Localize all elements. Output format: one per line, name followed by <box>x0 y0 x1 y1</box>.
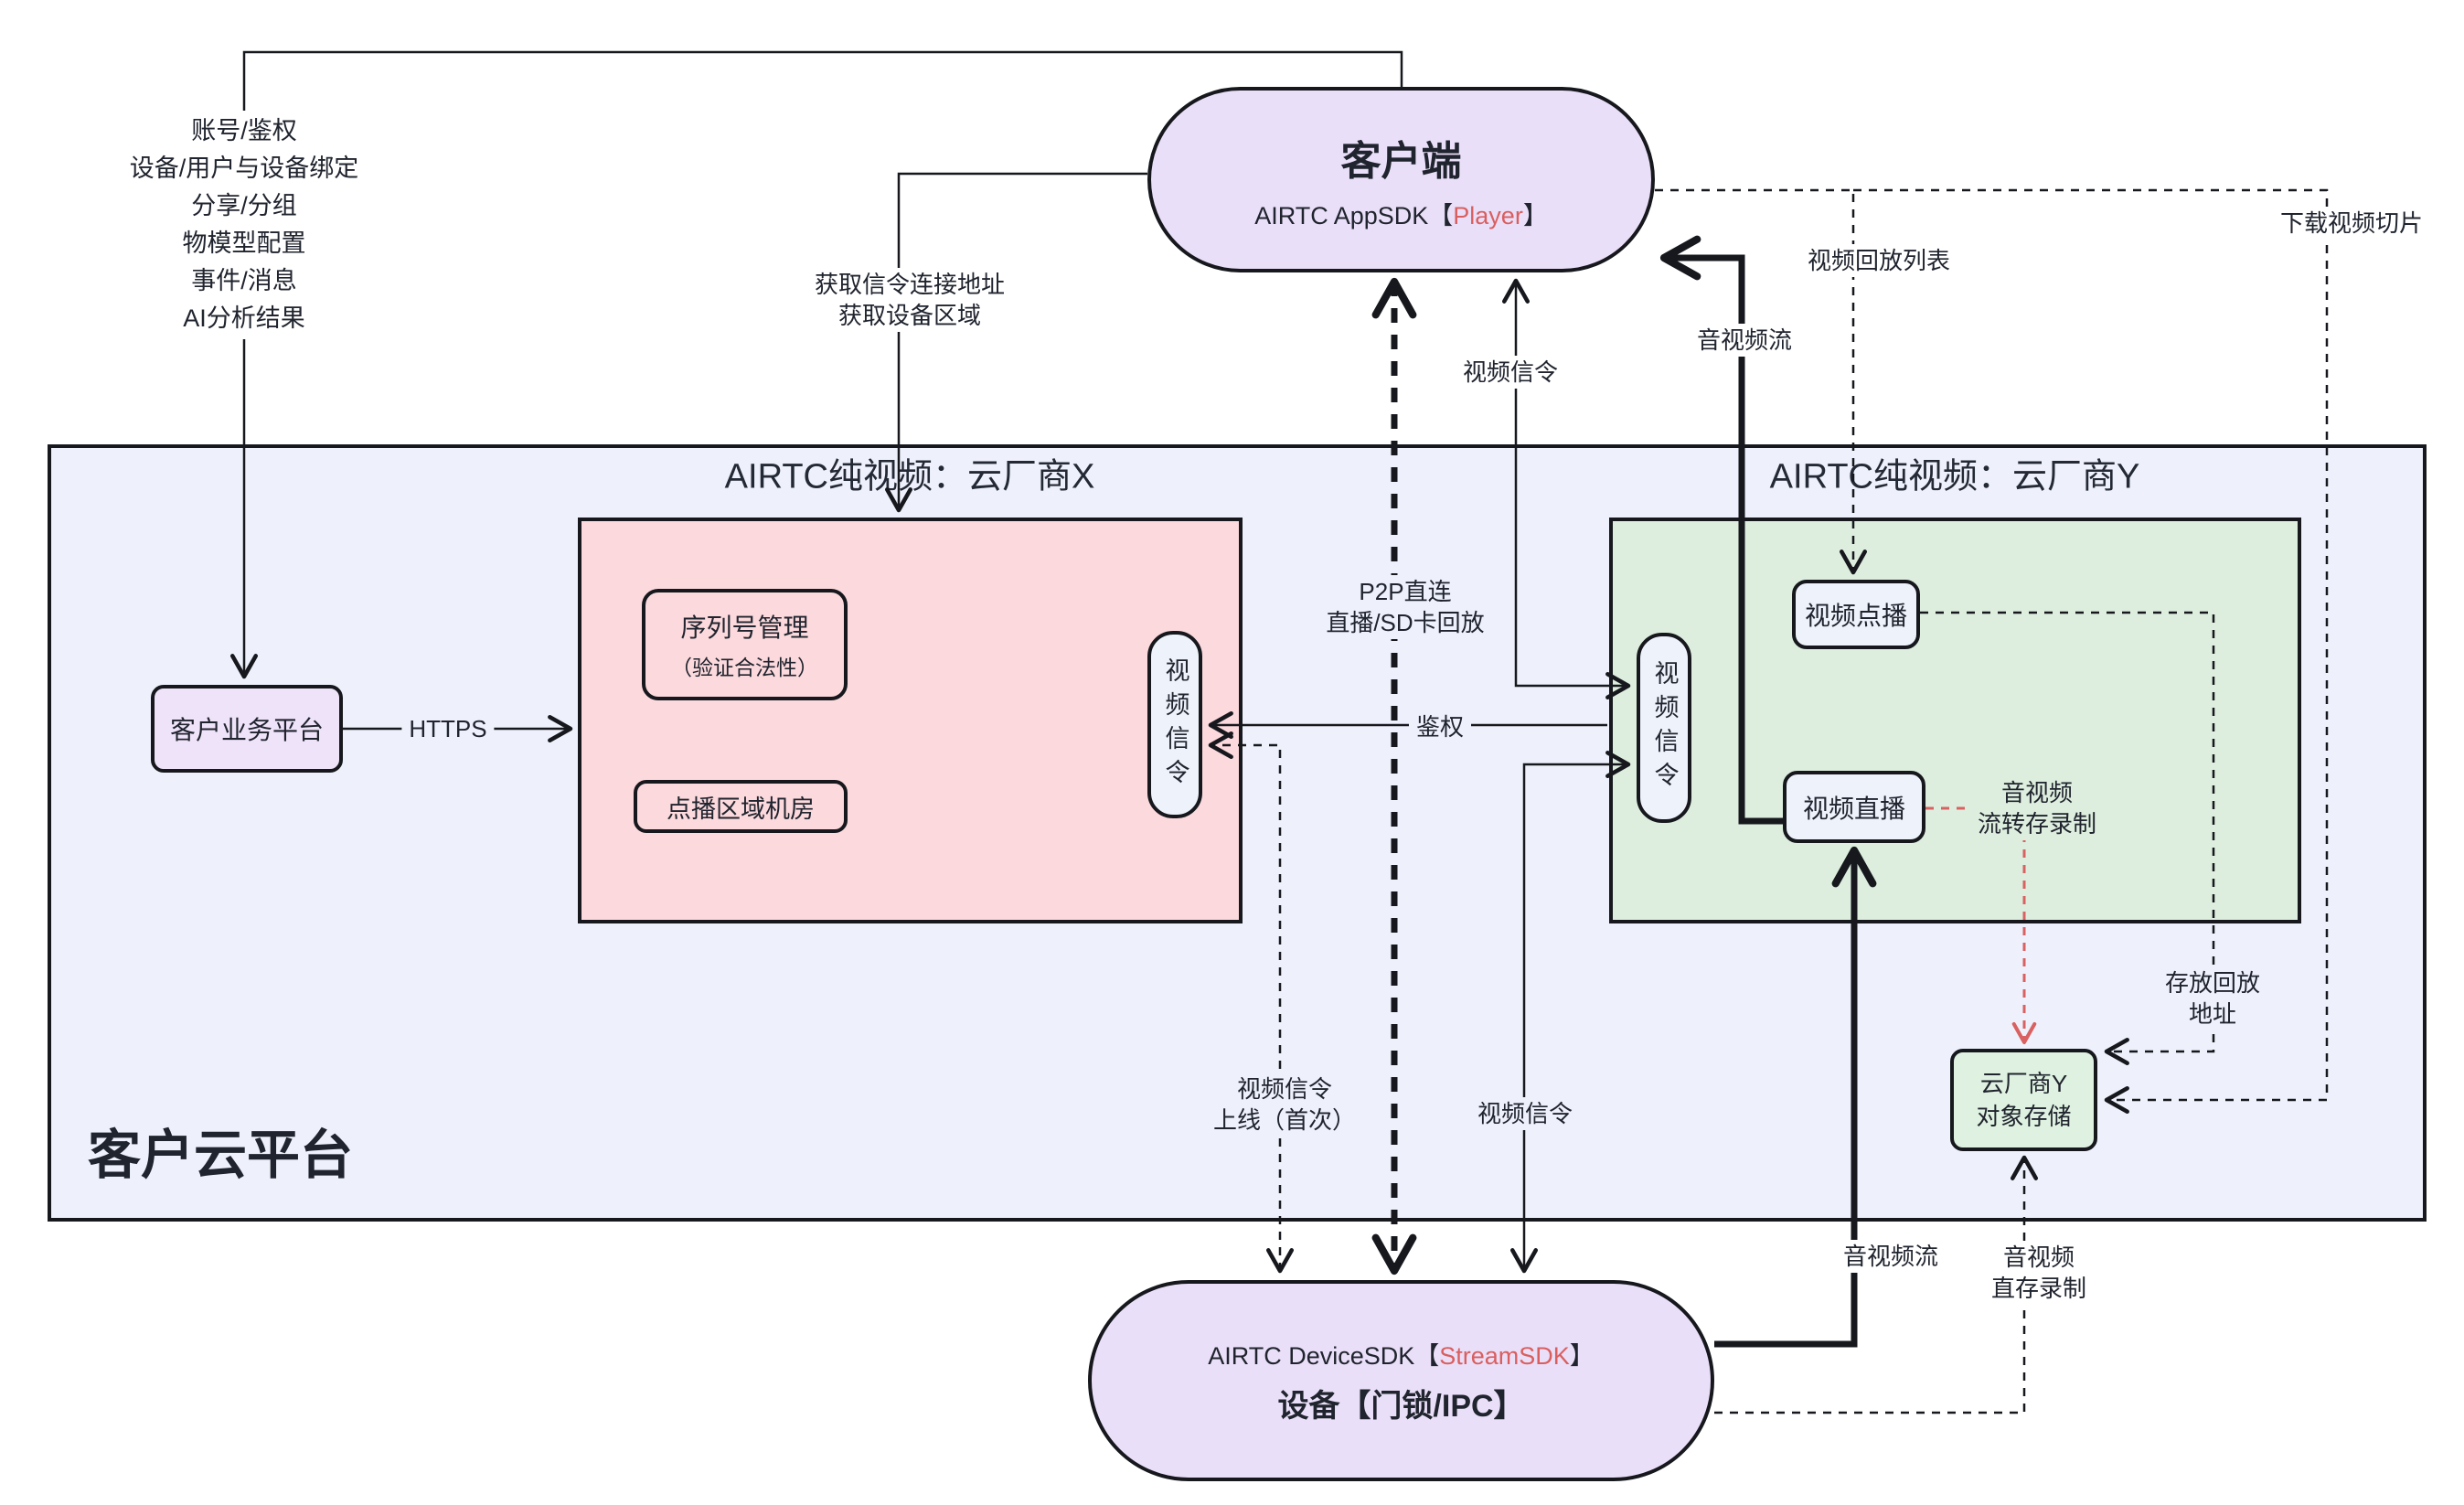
biz-platform-label: 客户业务平台 <box>169 716 324 744</box>
signal-x-node: 视频信令 <box>1147 631 1202 818</box>
serial-mgmt-label: 序列号管理 <box>680 614 809 642</box>
api-list-item: 分享/分组 <box>191 192 297 219</box>
signal-y-node: 视频信令 <box>1637 633 1691 823</box>
store-addr-label: 存放回放 地址 <box>2157 966 2268 1030</box>
serial-mgmt-node: 序列号管理 （验证合法性） <box>642 589 848 700</box>
device-title: 设备【门锁/IPC】 <box>1277 1389 1525 1424</box>
direct-record-label: 音视频 直存录制 <box>1983 1241 2095 1305</box>
biz-platform-node: 客户业务平台 <box>151 685 343 773</box>
api-list-item: 物模型配置 <box>182 229 306 257</box>
get-addr-label: 获取信令连接地址 获取设备区域 <box>806 268 1013 332</box>
vendor-x-region <box>578 518 1243 923</box>
client-title: 客户端 <box>1340 139 1462 184</box>
device-node: AIRTC DeviceSDK【StreamSDK】 设备【门锁/IPC】 <box>1088 1280 1714 1481</box>
vod-label: 视频点播 <box>1804 602 1907 630</box>
download-clip-label: 下载视频切片 <box>2272 207 2431 240</box>
api-list-item: 事件/消息 <box>191 267 297 294</box>
playback-list-label: 视频回放列表 <box>1799 244 1958 277</box>
api-list-item: 账号/鉴权 <box>191 117 297 144</box>
signal-bottom-label: 视频信令 <box>1469 1097 1581 1130</box>
transfer-record-label: 音视频 流转存录制 <box>1969 776 2105 840</box>
storage-label-line2: 对象存储 <box>1976 1103 2072 1130</box>
serial-mgmt-sub: （验证合法性） <box>671 656 818 679</box>
signal-x-label: 视频信令 <box>1161 656 1189 793</box>
signal-y-label: 视频信令 <box>1650 660 1679 795</box>
client-api-list: 账号/鉴权 设备/用户与设备绑定 分享/分组 物模型配置 事件/消息 AI分析结… <box>120 111 368 339</box>
streamsdk-accent: StreamSDK <box>1439 1342 1570 1370</box>
api-list-item: 设备/用户与设备绑定 <box>129 155 359 182</box>
storage-label-line1: 云厂商Y <box>1979 1070 2068 1097</box>
player-accent: Player <box>1453 202 1523 229</box>
device-sdk-line: AIRTC DeviceSDK【StreamSDK】 <box>1208 1342 1595 1370</box>
p2p-label: P2P直连 直播/SD卡回放 <box>1318 575 1492 639</box>
signal-top-label: 视频信令 <box>1455 356 1566 389</box>
vod-node: 视频点播 <box>1792 580 1920 649</box>
https-label: HTTPS <box>401 712 495 745</box>
av-stream-top-label: 音视频流 <box>1689 324 1800 357</box>
vendor-y-region <box>1609 518 2301 923</box>
api-list-item: AI分析结果 <box>183 304 305 332</box>
vod-room-node: 点播区域机房 <box>634 780 848 833</box>
live-label: 视频直播 <box>1802 794 1905 823</box>
av-stream-bottom-label: 音视频流 <box>1835 1240 1947 1273</box>
client-subtitle: AIRTC AppSDK【Player】 <box>1254 202 1548 229</box>
vod-room-label: 点播区域机房 <box>667 795 815 823</box>
signal-online-label: 视频信令 上线（首次） <box>1205 1073 1364 1137</box>
client-node: 客户端 AIRTC AppSDK【Player】 <box>1147 87 1655 272</box>
auth-label: 鉴权 <box>1408 710 1472 743</box>
vendor-y-title: AIRTC纯视频：云厂商Y <box>1769 457 2140 496</box>
live-node: 视频直播 <box>1783 771 1925 843</box>
platform-title: 客户云平台 <box>88 1126 354 1185</box>
object-storage-node: 云厂商Y 对象存储 <box>1950 1049 2097 1151</box>
